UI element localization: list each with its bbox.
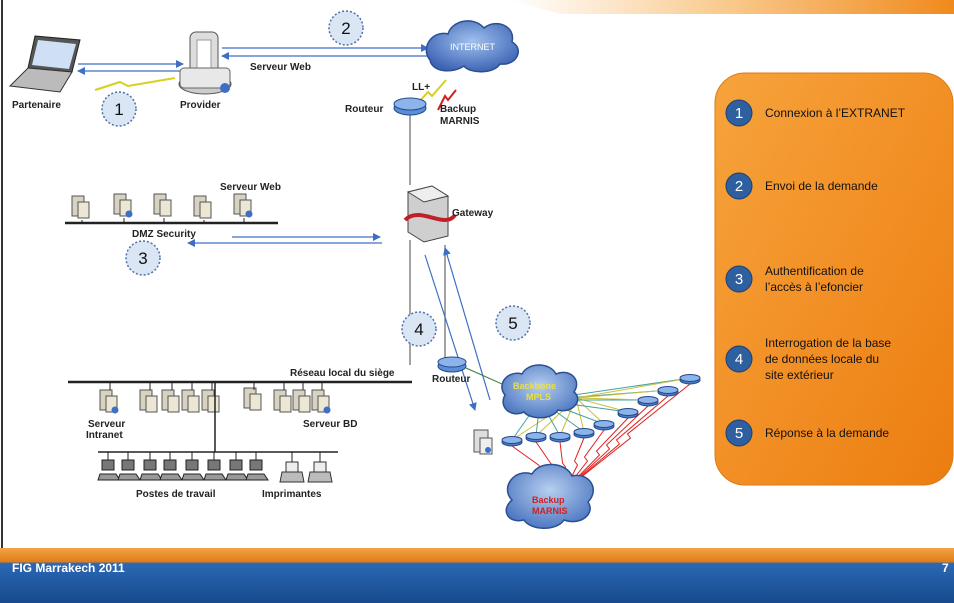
workstation-icon xyxy=(245,459,269,481)
backup-top-label-2: MARNIS xyxy=(440,116,480,127)
top-accent-bar xyxy=(510,0,954,14)
step-5-marker: 5 xyxy=(495,305,531,341)
provider-server-icon xyxy=(178,31,232,95)
serveur-bd-label: Serveur BD xyxy=(303,419,357,430)
backup-cloud-bottom-icon xyxy=(505,463,594,529)
remote-router-icon xyxy=(573,428,595,439)
step-4-marker: 4 xyxy=(401,311,437,347)
legend-item: 1 Connexion à l’EXTRANET xyxy=(725,99,906,127)
imprimantes-label: Imprimantes xyxy=(262,489,322,500)
backbone-label-1: Backbone xyxy=(513,381,556,391)
legend-item: 4 Interrogation de la base de données loca… xyxy=(725,336,891,382)
dmz-server-icon xyxy=(193,195,212,219)
step-3-marker: 3 xyxy=(125,240,161,276)
lan-server-icon xyxy=(161,389,180,413)
footer-bar: FIG Marrakech 2011 7 xyxy=(0,548,954,603)
dmz-server-group xyxy=(71,193,253,223)
lan-server-icon xyxy=(273,389,292,413)
gateway-firewall-icon xyxy=(403,185,457,243)
legend-number: 3 xyxy=(735,271,743,288)
printer-icon xyxy=(279,461,305,483)
legend-number: 1 xyxy=(735,105,743,122)
postes-travail-label: Postes de travail xyxy=(136,489,216,500)
backup-bottom-label-2: MARNIS xyxy=(532,506,568,516)
footer-title: FIG Marrakech 2011 xyxy=(12,561,125,575)
lan-server-group xyxy=(99,382,331,414)
legend-item: 3 Authentification de l’accès à l’efoncier xyxy=(725,264,864,294)
remote-router-icon xyxy=(593,420,615,431)
serveur-web-dmz-label: Serveur Web xyxy=(220,182,281,193)
internet-cloud-icon xyxy=(425,20,519,73)
step-number: 2 xyxy=(341,19,350,38)
remote-router-icon xyxy=(501,436,523,447)
serveur-web-top-label: Serveur Web xyxy=(250,62,311,73)
legend-text: site extérieur xyxy=(765,368,834,382)
backbone-label-2: MPLS xyxy=(526,392,551,402)
routeur-top-label: Routeur xyxy=(345,104,383,115)
gateway-label: Gateway xyxy=(452,208,494,219)
remote-router-icon xyxy=(525,432,547,443)
legend-text: de données locale du xyxy=(765,352,879,366)
step-number: 1 xyxy=(114,100,123,119)
legend-text: Envoi de la demande xyxy=(765,179,878,193)
lan-server-icon xyxy=(243,387,262,411)
dmz-server-icon xyxy=(71,195,90,219)
legend-text: l’accès à l’efoncier xyxy=(765,280,863,294)
workstation-group xyxy=(97,452,333,483)
legend-item: 5 Réponse à la demande xyxy=(725,419,889,447)
step-1-marker: 1 xyxy=(101,91,137,127)
legend-item: 2 Envoi de la demande xyxy=(725,172,878,200)
remote-router-icon xyxy=(617,408,639,419)
remote-router-icon xyxy=(637,396,659,407)
legend-text: Connexion à l’EXTRANET xyxy=(765,106,906,120)
dmz-server-icon xyxy=(153,193,172,217)
laptop-icon xyxy=(8,35,81,93)
step-number: 3 xyxy=(138,249,147,268)
reseau-local-label: Réseau local du siège xyxy=(290,368,395,379)
remote-router-icon xyxy=(549,432,571,443)
legend-number: 2 xyxy=(735,178,743,195)
legend-panel: 1 Connexion à l’EXTRANET 2 Envoi de la dema… xyxy=(714,72,954,486)
lan-server-icon xyxy=(99,389,119,414)
backup-top-label-1: Backup xyxy=(440,104,476,115)
legend-number: 5 xyxy=(735,425,743,442)
lan-server-icon xyxy=(201,389,220,413)
legend-text: Interrogation de la base xyxy=(765,336,891,350)
remote-router-icon xyxy=(657,386,679,397)
step-number: 5 xyxy=(508,314,517,333)
remote-router-icon xyxy=(679,374,701,385)
step-number: 4 xyxy=(414,320,423,339)
dmz-server-icon xyxy=(113,193,133,218)
provider-label: Provider xyxy=(180,100,221,111)
page-number: 7 xyxy=(942,561,949,575)
ll-plus-label: LL+ xyxy=(412,82,430,93)
backup-bottom-label-1: Backup xyxy=(532,495,565,505)
legend-text: Authentification de xyxy=(765,264,864,278)
dmz-security-label: DMZ Security xyxy=(132,229,196,240)
remote-server-icon xyxy=(473,429,493,455)
step-2-marker: 2 xyxy=(328,10,364,46)
lan-server-icon xyxy=(292,389,311,413)
dmz-server-icon xyxy=(233,193,253,218)
legend-number: 4 xyxy=(735,351,743,368)
legend-text: Réponse à la demande xyxy=(765,426,889,440)
mpls-cloud-icon xyxy=(501,364,579,419)
partenaire-label: Partenaire xyxy=(12,100,61,111)
lan-server-icon xyxy=(139,389,158,413)
step-markers: 1 2 3 4 5 xyxy=(101,10,531,347)
router-top-icon xyxy=(393,97,427,116)
serveur-intranet-label-2: Intranet xyxy=(86,430,123,441)
lan-server-icon xyxy=(311,389,331,414)
lan-server-icon xyxy=(181,389,200,413)
serveur-intranet-label-1: Serveur xyxy=(88,419,125,430)
router-bottom-icon xyxy=(437,356,467,373)
internet-label: INTERNET xyxy=(450,42,496,52)
routeur-bottom-label: Routeur xyxy=(432,374,470,385)
